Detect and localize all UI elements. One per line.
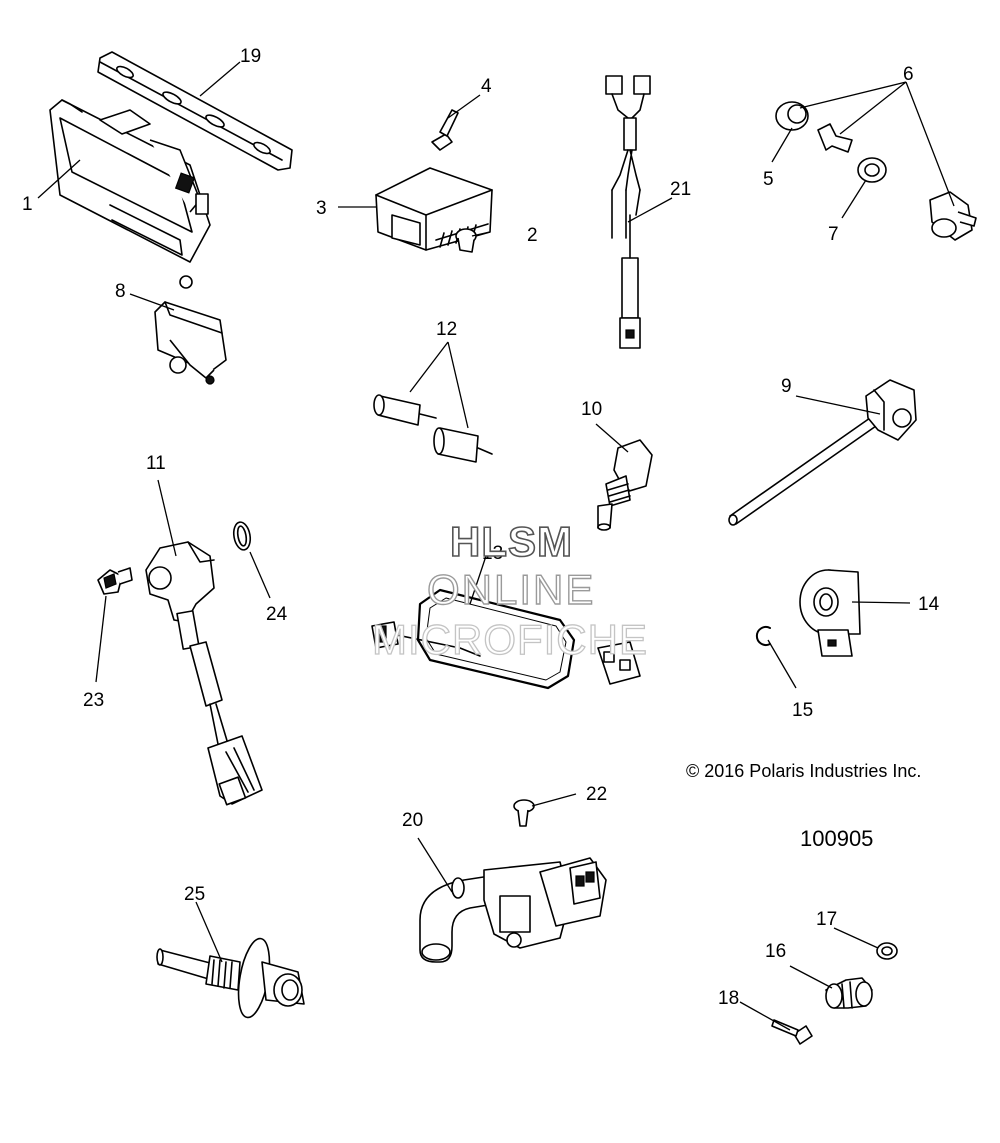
callout-labels: 1 2 3 4 5 6 7 8 9 10 11 12 13 14 15 16 1… [22, 46, 940, 1009]
part-6-sensor [929, 191, 977, 241]
part-16-sensor [825, 977, 873, 1009]
copyright-text: © 2016 Polaris Industries Inc. [686, 761, 921, 781]
callout-10: 10 [581, 399, 602, 420]
callout-18: 18 [718, 988, 739, 1009]
part-22-screw [513, 799, 535, 827]
part-9-rod-sensor [728, 379, 917, 526]
part-25-sensor [156, 937, 305, 1019]
callout-20: 20 [402, 810, 423, 831]
callout-7: 7 [828, 224, 839, 245]
callout-5: 5 [763, 169, 774, 190]
part-4-bolt [431, 109, 459, 151]
part-6-clip [817, 123, 853, 153]
part-21-harness [605, 75, 651, 349]
leader-lines [37, 61, 955, 1031]
callout-16: 16 [765, 941, 786, 962]
callout-4: 4 [481, 76, 492, 97]
part-19-bracket [97, 51, 293, 171]
callout-23: 23 [83, 690, 104, 711]
part-14-knock-sensor [799, 569, 861, 657]
watermark: HLSM ONLINE MICROFICHE [371, 517, 648, 663]
part-23-bolt [97, 567, 133, 595]
callout-21: 21 [670, 179, 691, 200]
callout-2: 2 [527, 225, 538, 246]
callout-11: 11 [146, 453, 166, 474]
part-24-o-ring [232, 521, 252, 551]
callout-19: 19 [240, 46, 261, 67]
callout-17: 17 [816, 909, 837, 930]
part-1-ecu [49, 99, 211, 263]
part-17-o-ring [876, 942, 898, 960]
callout-6: 6 [903, 64, 914, 85]
callout-13: 13 [482, 543, 503, 564]
callout-12: 12 [436, 319, 457, 340]
watermark-line2: ONLINE [427, 566, 595, 613]
part-2-grommet [455, 228, 477, 253]
part-13-cable-sensor [371, 588, 641, 690]
part-8-map-sensor [154, 275, 227, 385]
part-5-cap [775, 101, 809, 131]
part-20-valve [419, 857, 607, 963]
watermark-line3: MICROFICHE [372, 616, 648, 663]
drawing-number: 100905 [800, 826, 873, 851]
part-15-clip [755, 626, 771, 646]
callout-8: 8 [115, 281, 126, 302]
callout-3: 3 [316, 198, 327, 219]
part-7-washer [857, 157, 887, 183]
callout-1: 1 [22, 194, 33, 215]
callout-22: 22 [586, 784, 607, 805]
part-10-temp-sensor [597, 439, 653, 531]
part-11-sensor [145, 541, 263, 806]
callout-14: 14 [918, 594, 940, 615]
part-12-pins [373, 394, 493, 463]
watermark-line1: HLSM [450, 518, 573, 565]
callout-15: 15 [792, 700, 813, 721]
callout-24: 24 [266, 604, 288, 625]
callout-9: 9 [781, 376, 792, 397]
callout-25: 25 [184, 884, 205, 905]
